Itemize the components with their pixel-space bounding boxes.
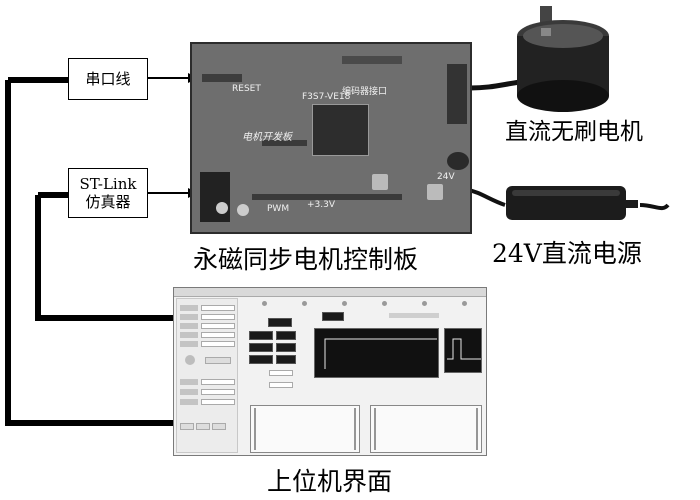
bldc-motor-photo [517,6,609,112]
serial-cable-box: 串口线 [68,58,148,100]
host-gui-caption: 上位机界面 [267,467,393,496]
mcu-chip [312,104,369,156]
serial-cable-label: 串口线 [85,70,131,88]
gui-settings-panel [176,298,238,453]
mcu-mark: F3S7-VE18 [302,92,351,102]
controller-board-caption: 永磁同步电机控制板 [193,245,419,274]
voltage-24-mark: 24V [437,172,455,182]
emulator-label: 仿真器 [85,193,131,211]
dc-jack [200,172,230,222]
board-title-mark: 电机开发板 [242,132,292,143]
controller-board-photo: 电机开发板 F3S7-VE18 +3.3V 24V RESET 编码器接口 PW… [190,42,472,234]
gui-realtime-chart [314,328,439,378]
voltage-mark: +3.3V [307,200,336,210]
gui-waveform-right [370,405,482,453]
st-link-box: ST-Link 仿真器 [68,168,148,218]
reset-mark: RESET [232,84,261,94]
serial-cable-wire [5,80,176,426]
power-supply-photo [506,186,638,220]
st-link-label: ST-Link [79,175,137,193]
pwm-mark: PWM [267,204,290,214]
terminal-block [447,64,467,124]
gui-titlebar [174,288,486,297]
host-gui-screenshot [173,287,487,456]
gui-speed-display [322,312,344,321]
gui-status-bar [242,298,482,310]
gui-waveform-left [250,405,360,453]
encoder-mark: 编码器接口 [342,87,388,97]
bldc-motor-caption: 直流无刷电机 [505,119,643,145]
dc-power-caption: 24V直流电源 [492,239,642,268]
